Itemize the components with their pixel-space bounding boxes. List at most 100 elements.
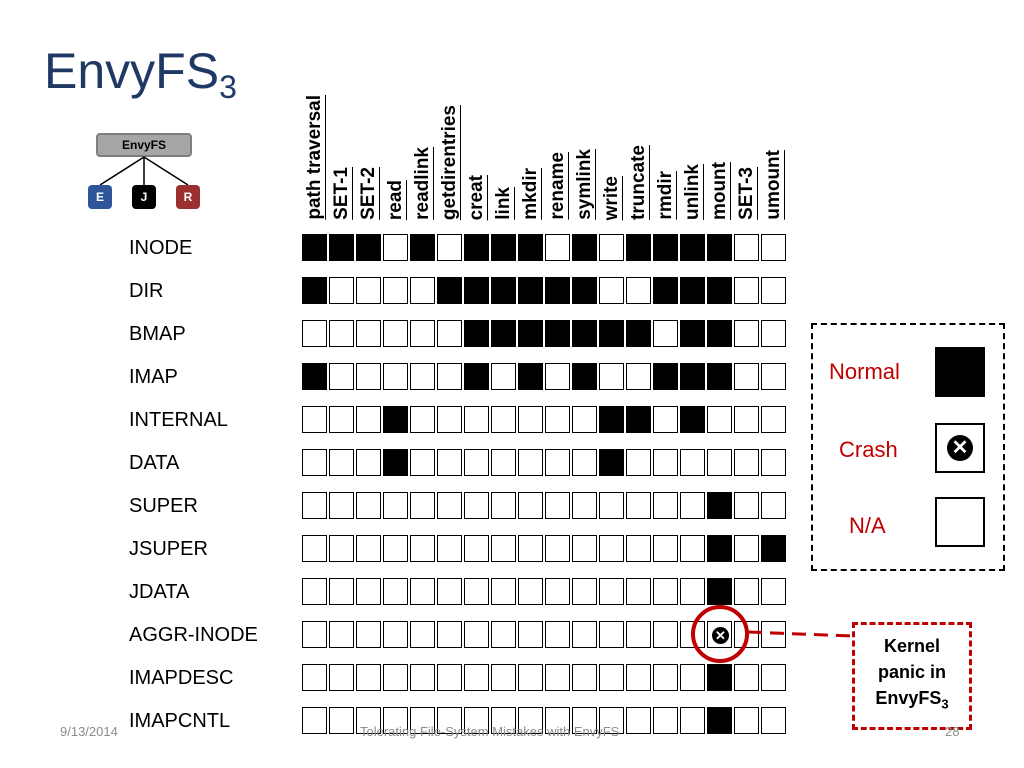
cell-na [545, 535, 570, 562]
cell-na [761, 320, 786, 347]
cell-normal [626, 320, 651, 347]
cell-na [383, 492, 408, 519]
row-label: IMAP [129, 366, 178, 388]
cell-na [734, 578, 759, 605]
row-label: INTERNAL [129, 409, 228, 431]
cell-na [410, 492, 435, 519]
cell-na [356, 707, 381, 734]
row-label: AGGR-INODE [129, 624, 258, 646]
cell-na [491, 621, 516, 648]
cell-na [572, 664, 597, 691]
cell-normal [707, 535, 732, 562]
footer-page: 28 [945, 724, 960, 739]
cell-na [302, 535, 327, 562]
cell-na [464, 664, 489, 691]
column-header: truncate [628, 145, 649, 220]
cell-na [626, 707, 651, 734]
row-label: INODE [129, 237, 193, 259]
cell-na [680, 449, 705, 476]
cell-normal [356, 234, 381, 261]
cell-normal [464, 320, 489, 347]
cell-na [302, 406, 327, 433]
cell-normal [680, 320, 705, 347]
cell-na [680, 535, 705, 562]
column-header: SET-2 [358, 167, 379, 220]
cell-na [626, 578, 651, 605]
cell-na [653, 492, 678, 519]
cell-normal [707, 664, 732, 691]
cell-na [734, 406, 759, 433]
cell-na [761, 707, 786, 734]
cell-na [734, 234, 759, 261]
cell-na [761, 492, 786, 519]
footer-center: Tolerating File-System Mistakes with Env… [360, 724, 620, 739]
cell-na [464, 578, 489, 605]
cell-na [734, 621, 759, 648]
cell-na [302, 664, 327, 691]
cell-na [734, 664, 759, 691]
title-main: EnvyFS [44, 43, 220, 99]
cell-na [302, 449, 327, 476]
crash-icon: ✕ [947, 435, 973, 461]
column-header: path traversal [304, 95, 325, 220]
cell-na [437, 320, 462, 347]
cell-na [707, 449, 732, 476]
cell-na [761, 664, 786, 691]
cell-normal [572, 363, 597, 390]
cell-na [653, 621, 678, 648]
cell-na [329, 621, 354, 648]
cell-na [329, 277, 354, 304]
row-label: JSUPER [129, 538, 208, 560]
cell-na [410, 449, 435, 476]
cell-na [761, 234, 786, 261]
cell-na [653, 707, 678, 734]
cell-normal [680, 406, 705, 433]
cell-normal [707, 234, 732, 261]
column-header: rename [547, 152, 568, 220]
cell-normal [302, 277, 327, 304]
cell-normal [302, 363, 327, 390]
legend-normal-box [935, 347, 985, 397]
cell-na [356, 320, 381, 347]
cell-na [734, 492, 759, 519]
cell-na [356, 535, 381, 562]
column-header: SET-3 [736, 167, 757, 220]
cell-na [437, 234, 462, 261]
cell-na [599, 707, 624, 734]
cell-na [626, 621, 651, 648]
cell-na [437, 535, 462, 562]
cell-normal [680, 363, 705, 390]
cell-na [464, 535, 489, 562]
cell-na [329, 320, 354, 347]
legend-crash-box: ✕ [935, 423, 985, 473]
cell-na [518, 578, 543, 605]
cell-normal [707, 320, 732, 347]
cell-na [410, 320, 435, 347]
cell-na [410, 406, 435, 433]
cell-normal [518, 363, 543, 390]
cell-na [410, 707, 435, 734]
legend-na-label: N/A [849, 513, 886, 538]
cell-na [329, 664, 354, 691]
cell-na [626, 492, 651, 519]
column-header: unlink [682, 164, 703, 220]
cell-na [437, 492, 462, 519]
cell-normal [707, 707, 732, 734]
cell-na [599, 664, 624, 691]
cell-na [626, 363, 651, 390]
row-label: IMAPCNTL [129, 710, 231, 732]
cell-na [329, 363, 354, 390]
cell-na [599, 621, 624, 648]
cell-normal [599, 449, 624, 476]
column-header: mkdir [520, 168, 541, 220]
cell-na [626, 277, 651, 304]
callout-line3-main: EnvyFS [875, 688, 942, 708]
cell-normal [680, 277, 705, 304]
cell-na [329, 449, 354, 476]
cell-na [302, 578, 327, 605]
cell-normal [437, 277, 462, 304]
cell-na [356, 406, 381, 433]
cell-na [734, 449, 759, 476]
cell-na [545, 363, 570, 390]
